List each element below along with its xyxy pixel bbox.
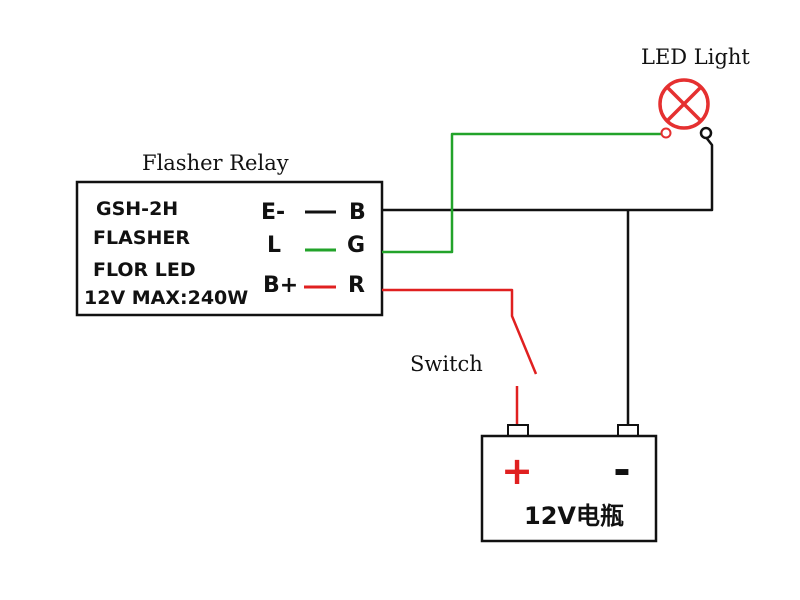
relay-line-flor-led: FLOR LED [93,259,196,281]
relay-line-flasher: FLASHER [93,227,190,249]
relay-rating: 12V MAX:240W [84,287,248,309]
led-light [658,78,713,140]
battery-plus-sign: + [501,449,533,493]
pin-e-minus: E- [261,200,285,225]
led-light-icon [658,78,710,130]
battery-terminal-positive [507,424,529,437]
led-terminal-right [699,126,713,140]
led-cross-line-2 [665,85,703,123]
wire-signal-to-led [382,132,661,254]
battery: + - 12V电瓶 [480,424,658,543]
battery-minus-sign: - [613,445,630,494]
flasher-relay: GSH-2H FLASHER FLOR LED 12V MAX:240W E- … [75,180,384,317]
battery-body [480,434,658,543]
relay-model: GSH-2H [96,198,178,220]
wire-ground-to-led [382,135,714,212]
pin-r: R [348,273,365,298]
wire-power-to-switch [382,288,538,375]
pin-b-plus: B+ [263,273,298,298]
led-light-title: LED Light [641,45,750,69]
led-terminal-left [660,127,672,139]
pin-l: L [267,233,281,258]
battery-terminal-negative [617,424,639,437]
pin-b: B [349,200,366,225]
pin-g: G [347,233,365,258]
relay-title: Flasher Relay [142,151,289,175]
battery-label: 12V电瓶 [524,502,624,530]
switch-title: Switch [410,352,483,376]
